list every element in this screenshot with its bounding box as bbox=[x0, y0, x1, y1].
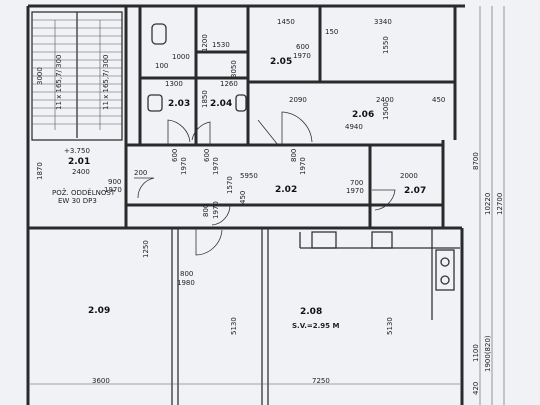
svg-text:900: 900 bbox=[108, 178, 121, 186]
svg-text:1970: 1970 bbox=[293, 52, 311, 60]
svg-text:1530: 1530 bbox=[212, 41, 230, 49]
svg-text:1000: 1000 bbox=[172, 53, 190, 61]
svg-text:600: 600 bbox=[296, 43, 309, 51]
svg-text:420: 420 bbox=[472, 382, 480, 395]
svg-text:800: 800 bbox=[202, 204, 210, 217]
svg-text:1100: 1100 bbox=[472, 344, 480, 362]
svg-text:200: 200 bbox=[134, 169, 147, 177]
svg-text:1850: 1850 bbox=[201, 90, 209, 108]
room-2-03-label: 2.03 bbox=[168, 99, 190, 109]
svg-text:7250: 7250 bbox=[312, 377, 330, 385]
svg-text:1980: 1980 bbox=[177, 279, 195, 287]
internal-walls bbox=[124, 6, 455, 405]
svg-text:800: 800 bbox=[290, 149, 298, 162]
svg-text:1900(820): 1900(820) bbox=[484, 335, 492, 372]
svg-text:3000: 3000 bbox=[36, 67, 44, 85]
svg-text:1450: 1450 bbox=[277, 18, 295, 26]
svg-text:2400: 2400 bbox=[376, 96, 394, 104]
svg-text:600: 600 bbox=[203, 149, 211, 162]
svg-text:600: 600 bbox=[171, 149, 179, 162]
room-2-02-label: 2.02 bbox=[275, 185, 297, 195]
svg-text:3050: 3050 bbox=[230, 60, 238, 78]
room-2-05-label: 2.05 bbox=[270, 57, 292, 67]
svg-text:1300: 1300 bbox=[165, 80, 183, 88]
svg-text:450: 450 bbox=[432, 96, 445, 104]
svg-text:5130: 5130 bbox=[230, 317, 238, 335]
dimension-texts: 3000 2400 1870 1000 1200 1530 100 1300 1… bbox=[36, 18, 504, 395]
svg-text:1970: 1970 bbox=[104, 186, 122, 194]
stair-spec-right: 11 x 165,7/ 300 bbox=[102, 55, 110, 110]
svg-text:1970: 1970 bbox=[212, 201, 220, 219]
room-2-09-label: 2.09 bbox=[88, 306, 110, 316]
svg-text:700: 700 bbox=[350, 179, 363, 187]
svg-text:450: 450 bbox=[239, 191, 247, 204]
fire-rating-line1: POŽ. ODDĚLNOST bbox=[52, 188, 116, 197]
svg-text:1970: 1970 bbox=[299, 157, 307, 175]
svg-text:3340: 3340 bbox=[374, 18, 392, 26]
svg-text:150: 150 bbox=[325, 28, 338, 36]
svg-text:100: 100 bbox=[155, 62, 168, 70]
room-height: S.V.=2.95 M bbox=[292, 322, 339, 330]
dimension-lines bbox=[28, 6, 505, 405]
svg-text:1570: 1570 bbox=[226, 176, 234, 194]
svg-text:2090: 2090 bbox=[289, 96, 307, 104]
svg-text:1260: 1260 bbox=[220, 80, 238, 88]
fire-rating-line2: EW 30 DP3 bbox=[58, 197, 97, 205]
svg-text:2000: 2000 bbox=[400, 172, 418, 180]
room-2-08-label: 2.08 bbox=[300, 307, 322, 317]
svg-text:3600: 3600 bbox=[92, 377, 110, 385]
room-2-01-label: 2.01 bbox=[68, 157, 90, 167]
room-2-04-label: 2.04 bbox=[210, 99, 232, 109]
svg-text:5130: 5130 bbox=[386, 317, 394, 335]
room-2-07-label: 2.07 bbox=[404, 186, 426, 196]
svg-text:1550: 1550 bbox=[382, 36, 390, 54]
svg-text:1970: 1970 bbox=[346, 187, 364, 195]
svg-text:5950: 5950 bbox=[240, 172, 258, 180]
level-mark: +3.750 bbox=[64, 147, 90, 155]
doors bbox=[134, 111, 396, 256]
svg-text:1970: 1970 bbox=[212, 157, 220, 175]
svg-text:1970: 1970 bbox=[180, 157, 188, 175]
svg-text:2400: 2400 bbox=[72, 168, 90, 176]
svg-text:1870: 1870 bbox=[36, 162, 44, 180]
staircase bbox=[31, 11, 123, 141]
svg-text:8700: 8700 bbox=[472, 152, 480, 170]
svg-text:800: 800 bbox=[180, 270, 193, 278]
stair-spec-left: 11 x 165,7/ 300 bbox=[55, 55, 63, 110]
svg-text:1250: 1250 bbox=[142, 240, 150, 258]
svg-text:1200: 1200 bbox=[201, 34, 209, 52]
svg-text:4940: 4940 bbox=[345, 123, 363, 131]
svg-text:1500: 1500 bbox=[382, 102, 390, 120]
svg-text:12700: 12700 bbox=[496, 193, 504, 215]
svg-text:10220: 10220 bbox=[484, 193, 492, 215]
fixtures bbox=[147, 23, 460, 320]
room-2-06-label: 2.06 bbox=[352, 110, 374, 120]
